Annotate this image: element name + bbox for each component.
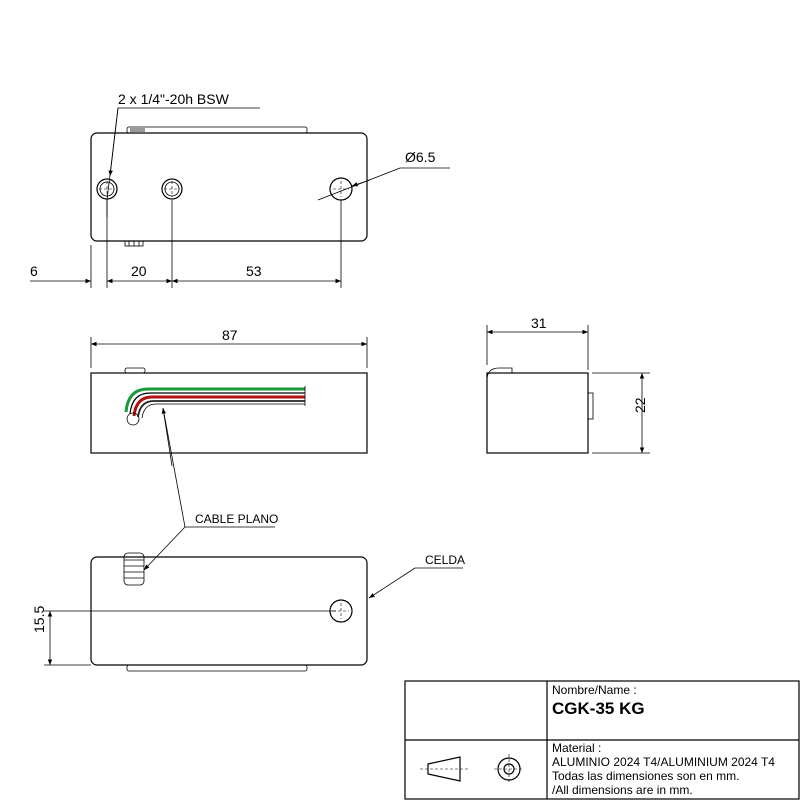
material-label: Material : — [552, 741, 601, 755]
bottom-view: 15.5 CELDA — [31, 552, 465, 672]
thread-callout: 2 x 1/4"-20h BSW — [118, 91, 230, 107]
diameter-callout: Ø6.5 — [405, 149, 436, 165]
top-cable-strip — [126, 126, 308, 134]
dim-22: 22 — [632, 397, 648, 413]
front-view-body — [90, 372, 368, 454]
side-view: 31 22 — [486, 315, 650, 454]
top-view: 2 x 1/4"-20h BSW Ø6.5 6 20 53 — [30, 91, 450, 288]
front-view: 87 CABLE PLANO — [90, 327, 368, 571]
cable-leader — [162, 407, 275, 528]
material-line-3: /All dimensions are in mm. — [552, 783, 693, 797]
dim-31: 31 — [531, 315, 547, 331]
material-line-1: ALUMINIO 2024 T4/ALUMINIUM 2024 T4 — [552, 755, 775, 769]
material-line-2: Todas las dimensiones son en mm. — [552, 769, 739, 783]
threaded-hole-middle — [161, 178, 183, 200]
cable-coil — [123, 552, 145, 586]
threaded-hole-left — [96, 178, 118, 200]
through-hole-right — [329, 177, 353, 201]
dim-6: 6 — [30, 263, 38, 279]
wire-green — [124, 387, 305, 413]
wire-black — [137, 400, 305, 418]
dim-53: 53 — [246, 263, 262, 279]
dim-87: 87 — [222, 327, 238, 343]
cell-callout: CELDA — [425, 553, 465, 567]
wire-red — [132, 395, 305, 417]
dim-20: 20 — [131, 263, 147, 279]
top-view-body — [90, 132, 368, 242]
cable-callout: CABLE PLANO — [195, 512, 278, 526]
name-label: Nombre/Name : — [552, 683, 637, 697]
name-value: CGK-35 KG — [552, 699, 645, 718]
side-view-body — [486, 372, 589, 454]
dim-15-5: 15.5 — [31, 606, 47, 633]
title-block: Nombre/Name : CGK-35 KG Material : ALUMI… — [404, 680, 800, 800]
projection-symbol-icon — [420, 754, 524, 784]
thread-leader — [106, 107, 260, 217]
